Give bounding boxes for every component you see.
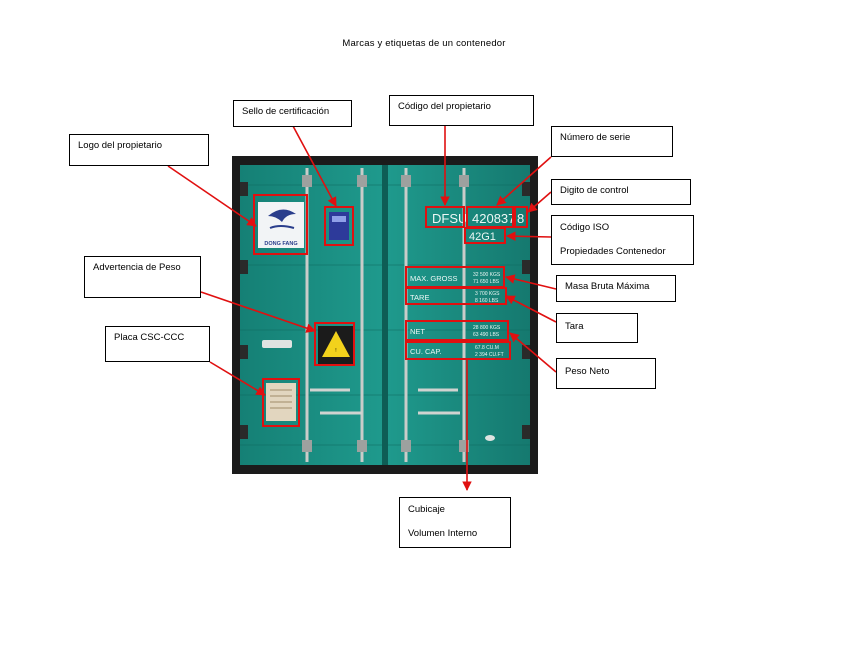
label-logo-propietario: Logo del propietario bbox=[69, 134, 209, 166]
highlight-owner-code bbox=[425, 206, 465, 228]
arrow-check-digit bbox=[527, 191, 552, 213]
label-tara: Tara bbox=[556, 313, 638, 343]
max-gross-kgs: 32 500 KGS bbox=[473, 272, 501, 278]
serial-number-text: 420837 bbox=[472, 211, 515, 226]
dolphin-icon bbox=[268, 209, 296, 222]
arrow-iso bbox=[506, 231, 552, 241]
label-peso-neto: Peso Neto bbox=[556, 358, 656, 389]
warning-icon bbox=[322, 331, 350, 357]
door-nameplate bbox=[262, 340, 292, 348]
arrow-seal bbox=[292, 125, 337, 207]
door-plug bbox=[485, 435, 495, 441]
label-codigo-propietario: Código del propietario bbox=[389, 95, 534, 126]
logo-text: DONG FANG bbox=[264, 241, 297, 247]
arrow-serial bbox=[496, 156, 552, 206]
door-handles bbox=[310, 388, 460, 415]
annotation-arrows bbox=[167, 125, 557, 491]
highlight-csc bbox=[262, 378, 300, 427]
highlight-cu-cap bbox=[405, 341, 511, 360]
label-digito-control: Digito de control bbox=[551, 179, 691, 205]
tare-label: TARE bbox=[410, 293, 429, 302]
highlight-check-digit bbox=[514, 206, 528, 228]
max-gross-lbs: 71 650 LBS bbox=[473, 279, 500, 285]
highlight-seal bbox=[324, 206, 354, 246]
highlight-net bbox=[405, 320, 509, 341]
net-label: NET bbox=[410, 327, 425, 336]
label-cubicaje: Cubicaje Volumen Interno bbox=[399, 497, 511, 548]
arrow-tare bbox=[505, 295, 557, 323]
label-codigo-iso-text: Código ISO bbox=[560, 222, 610, 233]
label-advertencia-peso: Advertencia de Peso bbox=[84, 256, 201, 298]
label-codigo-iso: Código ISO Propiedades Contenedor bbox=[551, 215, 694, 265]
highlight-iso bbox=[464, 227, 506, 244]
label-volumen-interno: Volumen Interno bbox=[408, 528, 478, 539]
arrow-warning bbox=[200, 291, 316, 333]
owner-code-text: DFSU bbox=[432, 211, 467, 226]
check-digit-text: 8 bbox=[517, 211, 524, 226]
net-lbs: 63 490 LBS bbox=[473, 332, 500, 338]
label-masa-bruta-maxima: Masa Bruta Máxima bbox=[556, 275, 676, 302]
page-title: Marcas y etiquetas de un contenedor bbox=[342, 38, 506, 49]
cu-cap-cbm: 67.8 CU.M bbox=[475, 345, 499, 351]
cu-cap-label: CU. CAP. bbox=[410, 347, 442, 356]
net-kgs: 28 800 KGS bbox=[473, 325, 501, 331]
highlight-boxes bbox=[253, 194, 528, 427]
arrow-max-gross bbox=[505, 274, 557, 290]
tare-kgs: 3 700 KGS bbox=[475, 291, 500, 297]
arrow-logo bbox=[167, 165, 257, 227]
label-cubicaje-text: Cubicaje bbox=[408, 504, 445, 515]
tare-lbs: 8 160 LBS bbox=[475, 298, 499, 304]
max-gross-label: MAX. GROSS bbox=[410, 274, 458, 283]
label-propiedades-contenedor: Propiedades Contenedor bbox=[560, 246, 666, 257]
label-numero-serie: Número de serie bbox=[551, 126, 673, 157]
arrow-net bbox=[509, 332, 557, 373]
arrow-csc bbox=[209, 361, 266, 396]
label-placa-csc: Placa CSC-CCC bbox=[105, 326, 210, 362]
door-seam bbox=[382, 165, 388, 465]
cu-cap-cft: 2 394 CU.FT bbox=[475, 352, 504, 358]
svg-text:!: ! bbox=[335, 348, 336, 354]
bar-brackets bbox=[302, 175, 469, 452]
hinges bbox=[240, 182, 530, 439]
label-sello-certificacion: Sello de certificación bbox=[233, 100, 352, 127]
iso-code-text: 42G1 bbox=[469, 231, 496, 243]
highlight-warning bbox=[314, 322, 355, 366]
